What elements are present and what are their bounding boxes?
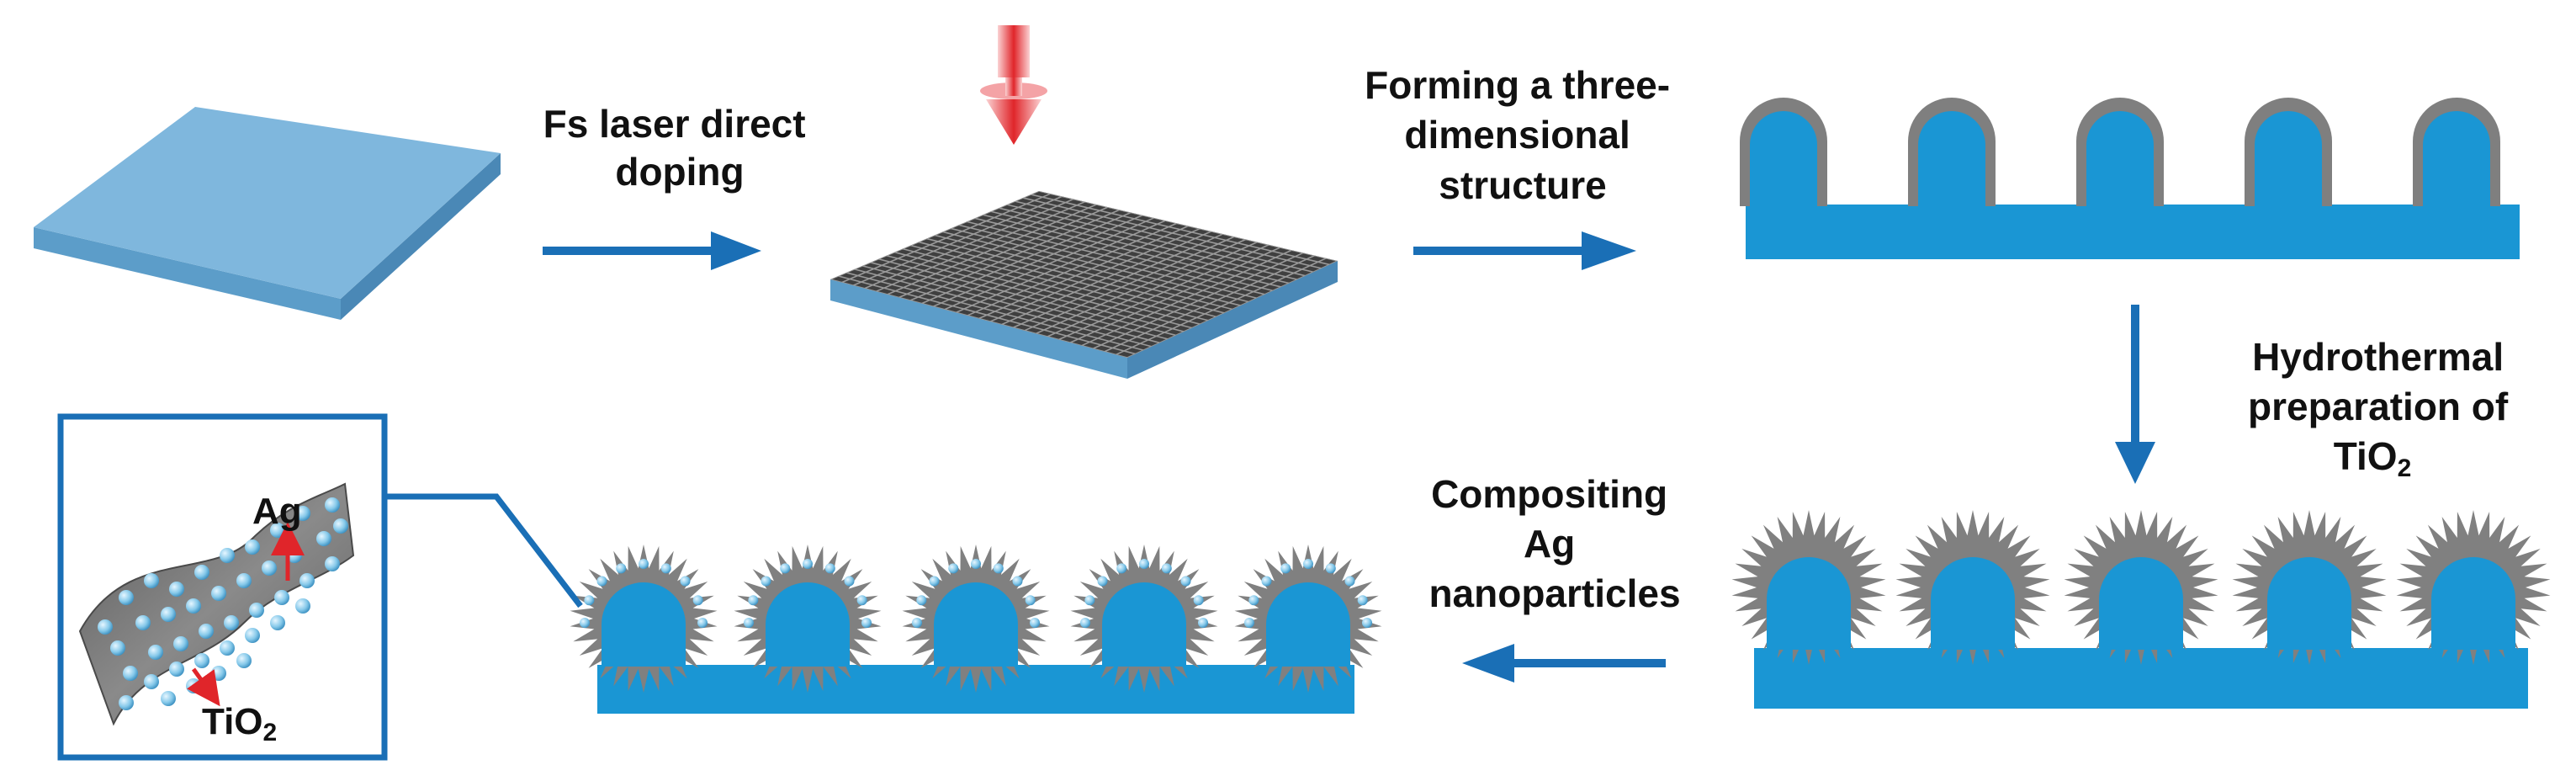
step2-label: Forming a three- dimensional structure [1365, 63, 1681, 207]
process-arrow-icon [1462, 644, 1666, 683]
inset-connector-line [387, 493, 583, 608]
three-dimensional-structure [1740, 98, 2520, 259]
ag-composite-structure [570, 545, 1382, 714]
plain-substrate-slab [34, 107, 501, 320]
laser-beam-icon [980, 25, 1047, 145]
process-arrow-icon [543, 231, 761, 270]
tio2-coated-structure [1731, 510, 2551, 709]
step4-label: Compositing Ag nanoparticles [1428, 472, 1680, 615]
inset-tio2-label: TiO2 [202, 701, 277, 746]
inset-ag-label: Ag [252, 491, 302, 532]
laser-doped-slab [830, 191, 1338, 379]
step1-label: Fs laser direct doping [543, 102, 817, 194]
process-arrow-icon [2115, 305, 2155, 484]
laser-texture-grid [830, 191, 1338, 358]
ag-tio2-inset: Ag TiO2 [57, 413, 388, 761]
step3-label: Hydrothermal preparation of TiO2 [2248, 335, 2519, 482]
process-arrow-icon [1413, 231, 1636, 270]
